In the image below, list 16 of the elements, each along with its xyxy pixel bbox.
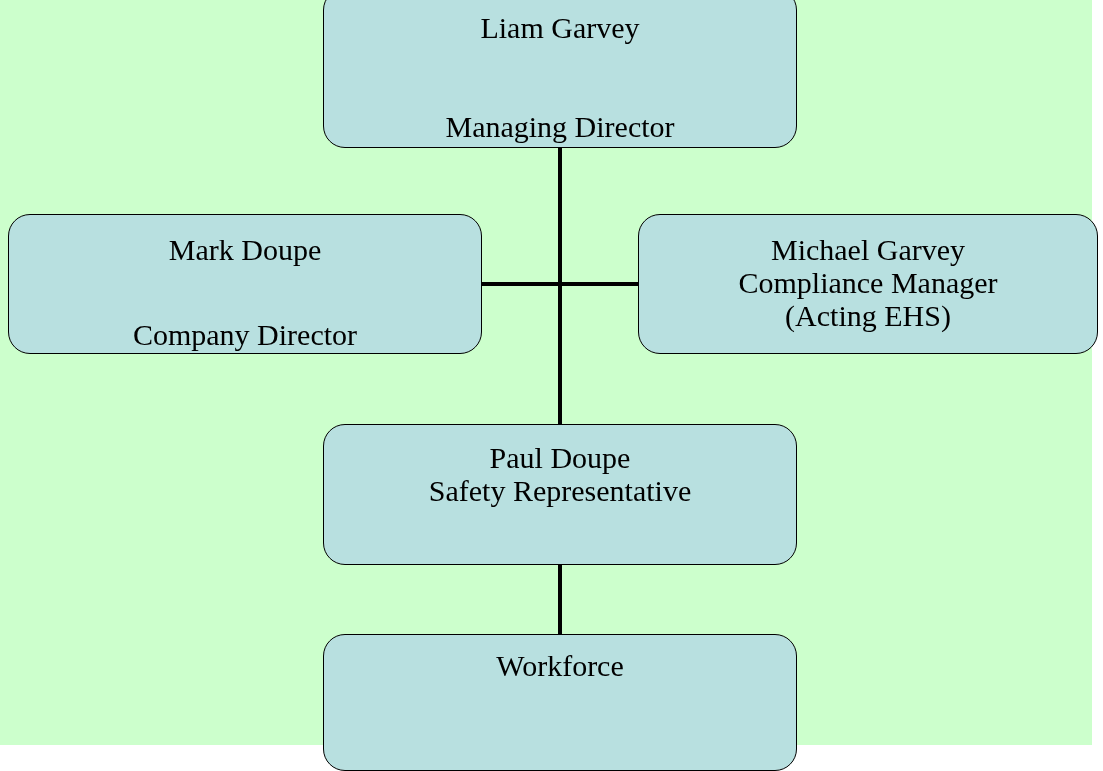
job-title: Company Director	[132, 318, 358, 351]
org-box	[638, 214, 1098, 354]
person-name: Workforce	[496, 649, 624, 682]
person-name: Paul Doupe	[489, 441, 631, 474]
job-title: Safety Representative	[428, 474, 692, 507]
org-box	[323, 424, 797, 565]
org-box	[323, 634, 797, 771]
job-title: Compliance Manager (Acting EHS)	[737, 266, 999, 332]
job-title: Managing Director	[445, 110, 675, 143]
person-name: Mark Doupe	[168, 233, 322, 266]
org-box	[8, 214, 482, 354]
connector-line	[558, 565, 562, 634]
connector-line	[558, 148, 562, 424]
person-name: Michael Garvey	[770, 233, 966, 266]
org-box	[323, 0, 797, 148]
person-name: Liam Garvey	[480, 11, 640, 44]
